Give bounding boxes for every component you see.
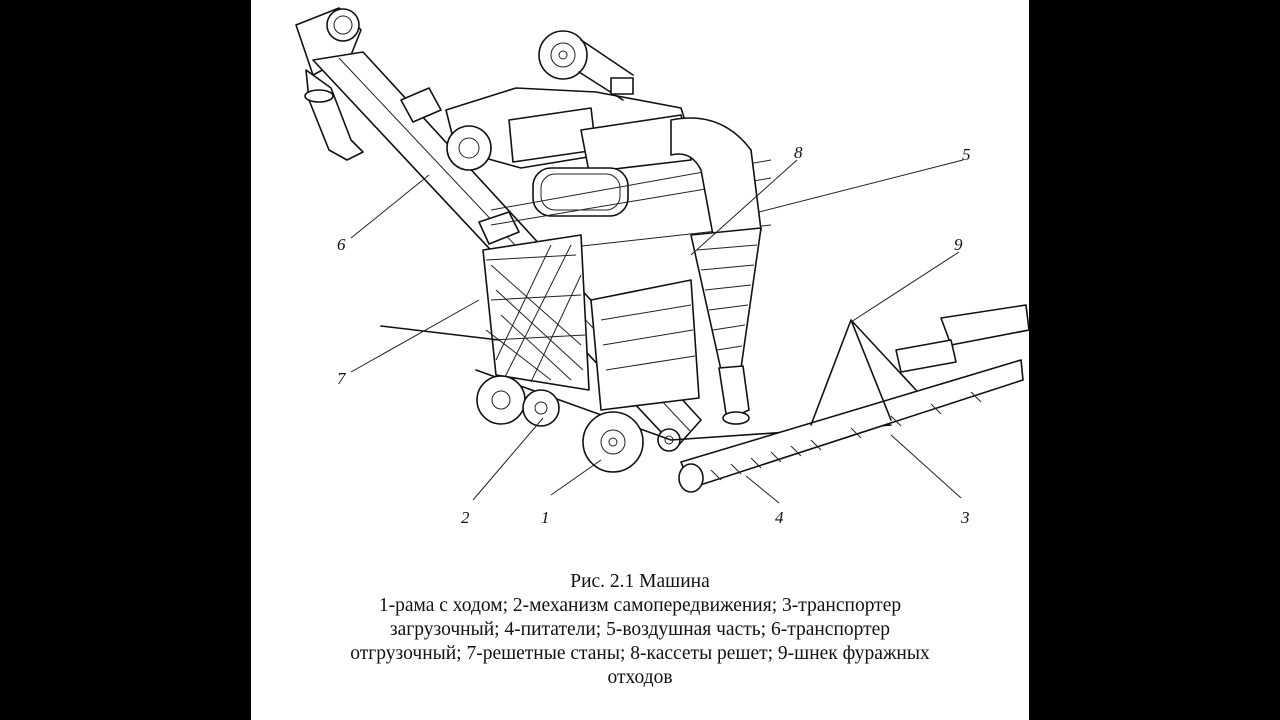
callout-6: 6 <box>337 235 346 254</box>
callout-4: 4 <box>775 508 784 527</box>
frame-and-wheels <box>380 325 892 473</box>
caption-title: Рис. 2.1 Машина <box>570 571 710 592</box>
caption-line-2: загрузочный; 4-питатели; 5-воздушная час… <box>389 619 891 640</box>
caption-line-4: отходов <box>607 667 673 688</box>
machine-body <box>445 87 772 256</box>
air-duct <box>670 117 762 425</box>
callout-3: 3 <box>960 508 970 527</box>
callout-numbers: 1 2 3 4 5 6 7 8 9 <box>337 143 971 527</box>
callout-7: 7 <box>337 369 347 388</box>
top-fan <box>538 30 634 101</box>
callout-1: 1 <box>541 508 550 527</box>
sieve-mesh <box>482 234 700 411</box>
callout-5: 5 <box>962 145 971 164</box>
caption-line-1: 1-рама с ходом; 2-механизм самопередвиже… <box>378 595 902 616</box>
discharge-head <box>295 7 364 161</box>
figure-caption: Рис. 2.1 Машина 1-рама с ходом; 2-механи… <box>251 570 1029 690</box>
machine-illustration: 1 2 3 4 5 6 7 8 9 <box>295 7 1029 527</box>
callout-2: 2 <box>461 508 470 527</box>
document-page: 1 2 3 4 5 6 7 8 9 Рис. 2.1 Машина 1-рама… <box>251 0 1029 720</box>
leader-lines <box>350 159 964 504</box>
callout-8: 8 <box>794 143 803 162</box>
feeders-and-loader <box>678 304 1029 493</box>
callout-9: 9 <box>954 235 963 254</box>
caption-line-3: отгрузочный; 7-решетные станы; 8-кассеты… <box>350 643 930 664</box>
